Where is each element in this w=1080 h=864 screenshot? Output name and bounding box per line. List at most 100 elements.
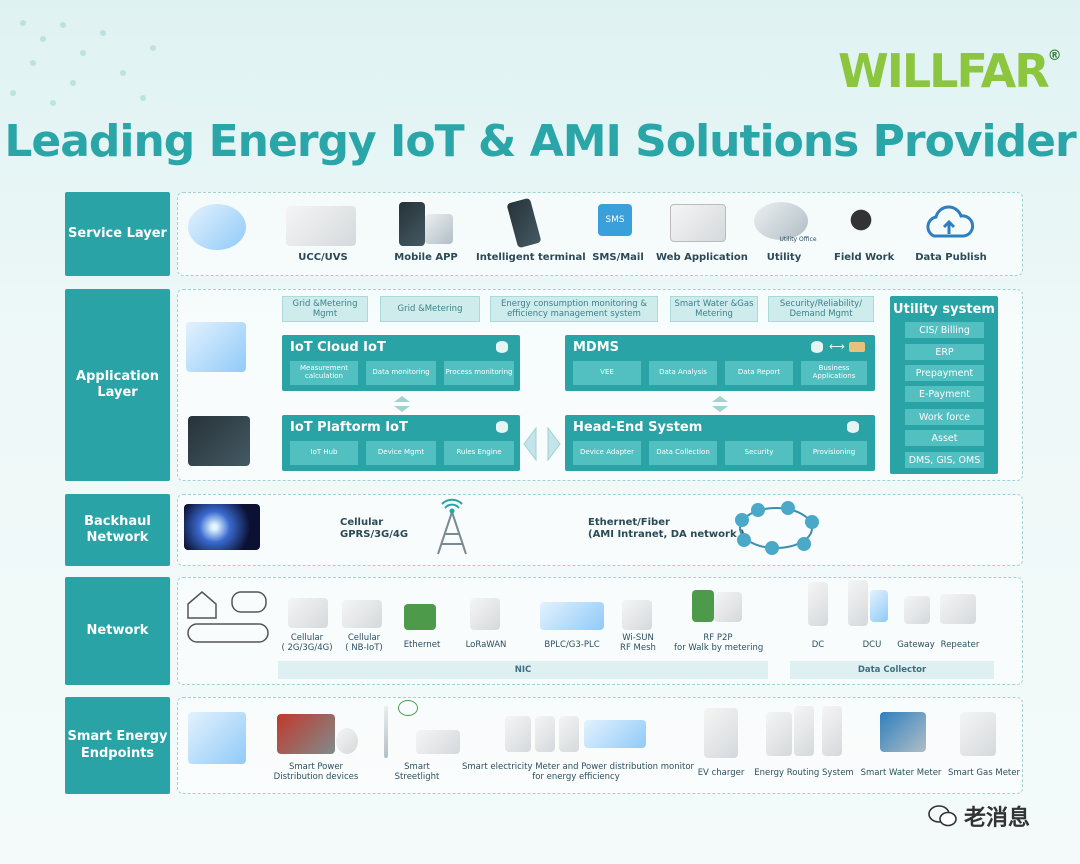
cloud-icon	[926, 205, 975, 238]
iot-platform-title: IoT Plaftorm IoT	[290, 420, 408, 435]
smart-energy-endpoints-label: Smart Energy Endpoints	[65, 697, 170, 794]
connector-arrow-icon	[712, 396, 728, 412]
network-item-cellular-nbiot: Cellular ( NB-IoT)	[345, 633, 383, 654]
gateway-device-image	[904, 596, 930, 624]
service-item-data-publish: Data Publish	[915, 252, 987, 263]
rf-walkby-device-image	[714, 592, 742, 622]
utility-item-e-payment: E-Payment	[905, 386, 984, 402]
iot-platform-device-mgmt: Device Mgmt	[366, 441, 436, 465]
network-item-dcu: DCU	[862, 640, 882, 650]
utility-item-dms-gis-oms: DMS, GIS, OMS	[905, 452, 984, 468]
gas-meter-image	[960, 712, 996, 756]
dcu-meter-image	[870, 590, 888, 622]
service-layer-label: Service Layer	[65, 192, 170, 276]
utility-system-title: Utility system	[893, 302, 995, 317]
utility-office-label: Utility Office	[779, 236, 817, 243]
water-meter-image	[880, 712, 926, 752]
utility-item-prepayment: Prepayment	[905, 365, 984, 381]
nbiot-module-image	[342, 600, 382, 628]
backhaul-network-label: Backhaul Network	[65, 494, 170, 566]
power-distribution-device-image	[277, 714, 335, 754]
streetlight-controller-image	[416, 730, 460, 754]
endpoint-smart-electricity-meter: Smart electricity Meter and Power distri…	[462, 762, 695, 783]
ethernet-module-image	[404, 604, 436, 630]
tag-grid-metering-mgmt: Grid &Metering Mgmt	[282, 296, 368, 322]
field-work-icon	[838, 204, 884, 244]
endpoint-ev-charger: EV charger	[697, 768, 745, 778]
iot-cloud-process-monitoring: Process monitoring	[444, 361, 514, 385]
mdms-block: MDMS ⟷ VEE Data Analysis Data Report Bus…	[565, 335, 875, 391]
iot-platform-block: IoT Plaftorm IoT IoT Hub Device Mgmt Rul…	[282, 415, 520, 471]
plc-module-image	[540, 602, 604, 630]
tag-grid-metering: Grid &Metering	[380, 296, 480, 322]
network-label: Network	[65, 577, 170, 685]
folder-icon	[849, 342, 865, 352]
handheld-device-image	[425, 214, 453, 244]
network-item-wisun: Wi-SUN RF Mesh	[620, 633, 656, 654]
utility-system-block: Utility system CIS/ Billing ERP Prepayme…	[890, 296, 998, 474]
network-item-cellular-2g: Cellular ( 2G/3G/4G)	[281, 633, 333, 654]
control-room-image	[286, 206, 356, 246]
rf-p2p-module-image	[692, 590, 714, 622]
iot-platform-rules-engine: Rules Engine	[444, 441, 514, 465]
page-title: Leading Energy IoT & AMI Solutions Provi…	[4, 116, 1076, 167]
endpoint-smart-gas-meter: Smart Gas Meter	[948, 768, 1020, 778]
endpoint-energy-routing-system: Energy Routing System	[754, 768, 854, 778]
network-item-ethernet: Ethernet	[403, 640, 441, 650]
head-end-provisioning: Provisioning	[801, 441, 867, 465]
service-item-field-work: Field Work	[834, 252, 895, 263]
willfar-logo: WILLFAR®	[838, 44, 1062, 98]
network-item-dc: DC	[811, 640, 825, 650]
repeater-device-image	[940, 594, 976, 624]
backhaul-ethernet-label: Ethernet/Fiber (AMI Intranet, DA network…	[588, 517, 745, 540]
chat-icon	[928, 805, 957, 827]
connector-arrow-icon	[394, 396, 410, 412]
electricity-meter-image	[505, 716, 531, 752]
head-end-title: Head-End System	[573, 420, 703, 435]
mdms-title: MDMS	[573, 340, 620, 355]
tag-smart-water-gas-metering: Smart Water &Gas Metering	[670, 296, 758, 322]
ev-charger-image	[704, 708, 738, 758]
monitoring-screen-image	[186, 322, 246, 372]
data-collector-bar: Data Collector	[790, 661, 994, 679]
service-item-mobile-app: Mobile APP	[394, 252, 458, 263]
network-item-rf-p2p: RF P2P for Walk by metering	[674, 633, 764, 654]
network-item-lorawan: LoRaWAN	[465, 640, 507, 650]
database-icon	[496, 421, 508, 433]
sync-arrows-icon: ⟷	[829, 340, 845, 353]
dcu-antenna-image	[848, 580, 868, 626]
watermark-text: 老消息	[964, 806, 1031, 831]
endpoint-smart-power-distribution: Smart Power Distribution devices	[273, 762, 359, 783]
ring-network-icon	[735, 501, 819, 555]
network-item-repeater: Repeater	[940, 640, 980, 650]
iot-cloud-title: IoT Cloud IoT	[290, 340, 386, 355]
utility-item-erp: ERP	[905, 344, 984, 360]
energy-storage-image	[766, 712, 792, 756]
network-item-bplc: BPLC/G3-PLC	[544, 640, 600, 650]
service-item-sms-mail: SMS/Mail	[592, 252, 644, 263]
cellular-module-image	[288, 598, 328, 628]
backhaul-network-panel	[177, 494, 1023, 566]
iot-cloud-measurement: Measurement calculation	[290, 361, 358, 385]
dc-device-image	[808, 582, 828, 626]
lorawan-module-image	[470, 598, 500, 630]
helpdesk-illustration	[188, 204, 246, 250]
service-item-utility: Utility	[766, 252, 802, 263]
electricity-meter-image	[559, 716, 579, 752]
service-item-intelligent-terminal: Intelligent terminal	[476, 252, 586, 263]
endpoint-smart-water-meter: Smart Water Meter	[860, 768, 942, 778]
home-network-icon	[187, 591, 269, 643]
iot-cloud-block: IoT Cloud IoT Measurement calculation Da…	[282, 335, 520, 391]
energy-storage-image	[822, 706, 842, 756]
head-end-device-adapter: Device Adapter	[573, 441, 641, 465]
database-icon	[811, 341, 823, 353]
mdms-business-applications: Business Applications	[801, 361, 867, 385]
utility-item-asset: Asset	[905, 430, 984, 446]
energy-storage-image	[794, 706, 814, 756]
head-end-system-block: Head-End System Device Adapter Data Coll…	[565, 415, 875, 471]
service-item-web-application: Web Application	[656, 252, 748, 263]
service-item-ucc: UCC/UVS	[298, 252, 348, 263]
fiber-optics-image	[184, 504, 260, 550]
iot-cloud-data-monitoring: Data monitoring	[366, 361, 436, 385]
power-monitor-image	[584, 720, 646, 748]
